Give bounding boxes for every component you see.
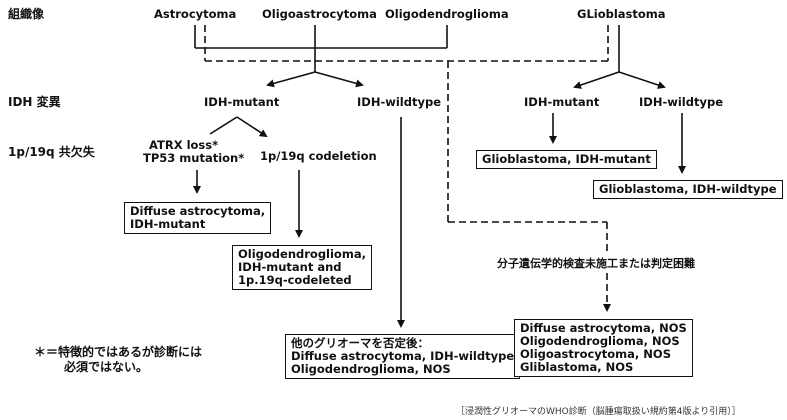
arrow-to-idh-mutant <box>266 71 316 88</box>
arrow-to-idh-wildtype <box>314 71 364 88</box>
arrow-to-gbm-idh-mutant <box>573 71 620 89</box>
idh-mutant-to-atrx-line <box>209 116 238 135</box>
box-nos-diagnoses: Diffuse astrocytoma, NOS Oligodendroglio… <box>514 319 693 377</box>
histology-oligoastrocytoma: Oligoastrocytoma <box>262 7 377 21</box>
source-caption: ［浸潤性グリオーマのWHO診断（脳腫瘍取扱い規約第4版より引用）］ <box>456 407 741 417</box>
box-line: Oligodendroglioma, NOS <box>520 334 680 348</box>
box-line: Oligoastrocytoma, NOS <box>520 347 671 361</box>
box-diffuse-astrocytoma-idh-mutant: Diffuse astrocytoma, IDH-mutant <box>124 202 272 234</box>
right-idh-wildtype-label: IDH-wildtype <box>639 95 723 109</box>
box-line: Diffuse astrocytoma, NOS <box>520 321 687 335</box>
box-oligodendroglioma-codeleted: Oligodendroglioma, IDH-mutant and 1p.19q… <box>232 245 372 290</box>
box-glioblastoma-idh-wildtype: Glioblastoma, IDH-wildtype <box>593 180 783 199</box>
arrow-to-codeletion <box>236 116 268 138</box>
footnote: ＊＝特徴的ではあるが診断には 必須ではない。 <box>34 345 202 375</box>
box-line: 他のグリオーマを否定後： <box>291 336 429 350</box>
footnote-line-2: 必須ではない。 <box>64 360 149 374</box>
row-label-codeletion: 1p/19q 共欠失 <box>8 145 95 159</box>
box-line: Glioblastoma, IDH-wildtype <box>599 182 777 196</box>
tp53-mutation-label: TP53 mutation* <box>143 151 245 165</box>
row-label-histology: 組織像 <box>8 7 45 21</box>
box-other-glioma-excluded: 他のグリオーマを否定後： Diffuse astrocytoma, IDH-wi… <box>285 334 521 379</box>
left-idh-mutant-label: IDH-mutant <box>204 95 280 109</box>
atrx-loss-label: ATRX loss* <box>149 138 219 152</box>
histology-glioblastoma: GLioblastoma <box>577 7 666 21</box>
box-line: Glioblastoma, IDH-mutant <box>482 152 651 166</box>
left-idh-wildtype-label: IDH-wildtype <box>357 95 441 109</box>
footnote-line-1: ＊＝特徴的ではあるが診断には <box>34 345 203 359</box>
histology-astrocytoma: Astrocytoma <box>154 7 237 21</box>
right-idh-mutant-label: IDH-mutant <box>524 95 600 109</box>
histology-oligodendroglioma: Oligodendroglioma <box>385 7 509 21</box>
row-label-idh: IDH 変異 <box>8 95 61 109</box>
untested-label: 分子遺伝学的検査未施工または判定困難 <box>497 257 695 270</box>
box-line: Oligodendroglioma, <box>238 247 366 261</box>
box-line: IDH-mutant and <box>238 260 342 274</box>
box-line: 1p.19q-codeleted <box>238 273 352 287</box>
box-line: Gliblastoma, NOS <box>520 360 634 374</box>
box-glioblastoma-idh-mutant: Glioblastoma, IDH-mutant <box>476 150 657 169</box>
box-line: Oligodendroglioma, NOS <box>291 362 451 376</box>
box-line: Diffuse astrocytoma, IDH-wildtype <box>291 349 515 363</box>
box-line: Diffuse astrocytoma, <box>130 204 266 218</box>
arrow-to-gbm-idh-wildtype <box>618 71 666 89</box>
codeletion-label: 1p/19q codeletion <box>260 149 377 163</box>
box-line: IDH-mutant <box>130 217 206 231</box>
